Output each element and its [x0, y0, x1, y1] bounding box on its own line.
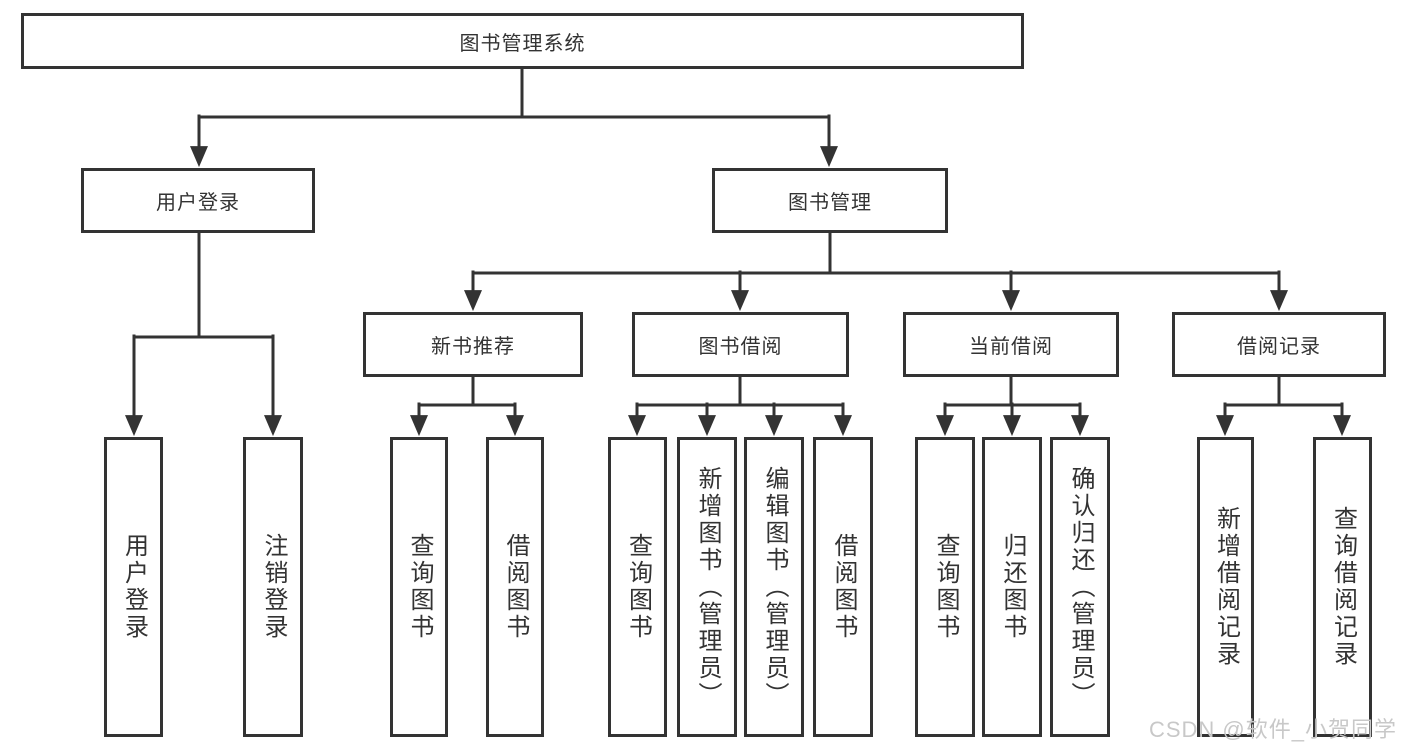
connector-current-to-leaves	[936, 375, 1089, 437]
leaf-user-login-label: 用户登录	[120, 533, 148, 641]
leaf-borrow-books-newbook: 借阅图书	[486, 437, 544, 737]
leaf-add-books-admin-label: 新增图书（管理员）	[694, 465, 721, 709]
leaf-query-books-borrow-label: 查询图书	[624, 533, 652, 641]
node-user-login: 用户登录	[81, 168, 315, 233]
connector-borrow-to-leaves	[628, 375, 852, 437]
node-book-management: 图书管理	[712, 168, 948, 233]
node-new-book-recommend-label: 新书推荐	[431, 336, 515, 358]
leaf-return-books: 归还图书	[982, 437, 1042, 737]
connector-mgmt-to-level3	[464, 231, 1288, 312]
connector-root-to-level2	[190, 67, 838, 168]
leaf-query-borrow-record-label: 查询借阅记录	[1329, 506, 1357, 668]
connector-newbook-to-leaves	[410, 375, 524, 437]
leaf-return-books-label: 归还图书	[999, 533, 1026, 641]
node-new-book-recommend: 新书推荐	[363, 312, 583, 377]
leaf-logout-label: 注销登录	[260, 533, 287, 641]
node-root-system: 图书管理系统	[21, 13, 1024, 69]
node-borrow-records-label: 借阅记录	[1237, 336, 1321, 358]
leaf-confirm-return-admin: 确认归还（管理员）	[1050, 437, 1110, 737]
leaf-edit-books-admin: 编辑图书（管理员）	[744, 437, 804, 737]
leaf-user-login: 用户登录	[104, 437, 163, 737]
node-book-borrow: 图书借阅	[632, 312, 849, 377]
leaf-confirm-return-admin-label: 确认归还（管理员）	[1067, 465, 1094, 709]
leaf-add-books-admin: 新增图书（管理员）	[677, 437, 737, 737]
csdn-watermark: CSDN @软件_小贺同学	[1148, 717, 1397, 742]
connector-login-to-leaves	[125, 231, 282, 437]
leaf-query-books-borrow: 查询图书	[608, 437, 667, 737]
leaf-query-books-current-label: 查询图书	[932, 533, 959, 641]
node-book-borrow-label: 图书借阅	[698, 336, 783, 358]
leaf-query-books-current: 查询图书	[915, 437, 975, 737]
node-borrow-records: 借阅记录	[1172, 312, 1386, 377]
leaf-borrow-books-newbook-label: 借阅图书	[502, 533, 529, 641]
leaf-borrow-books-borrow: 借阅图书	[813, 437, 873, 737]
node-root-label: 图书管理系统	[459, 32, 586, 55]
leaf-edit-books-admin-label: 编辑图书（管理员）	[761, 465, 788, 709]
connector-records-to-leaves	[1216, 375, 1351, 437]
node-user-login-label: 用户登录	[156, 192, 240, 214]
node-book-management-label: 图书管理	[788, 192, 872, 214]
node-current-borrow-label: 当前借阅	[969, 336, 1053, 358]
leaf-add-borrow-record-label: 新增借阅记录	[1212, 506, 1240, 668]
leaf-query-borrow-record: 查询借阅记录	[1313, 437, 1372, 737]
leaf-query-books-newbook: 查询图书	[390, 437, 448, 737]
leaf-add-borrow-record: 新增借阅记录	[1197, 437, 1254, 737]
leaf-logout: 注销登录	[243, 437, 303, 737]
leaf-query-books-newbook-label: 查询图书	[406, 533, 433, 641]
leaf-borrow-books-borrow-label: 借阅图书	[830, 533, 857, 641]
node-current-borrow: 当前借阅	[903, 312, 1119, 377]
